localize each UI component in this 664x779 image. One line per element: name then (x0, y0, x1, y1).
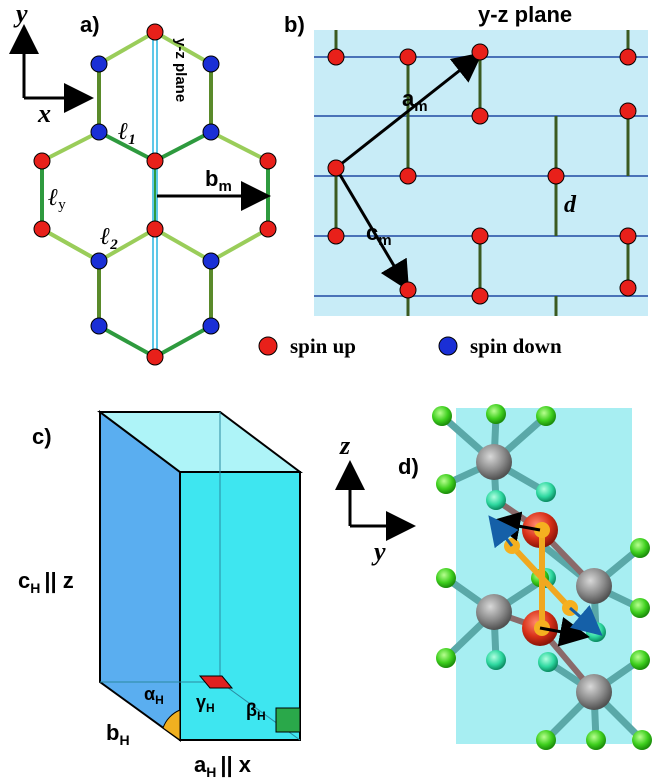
dumbbell-end (534, 522, 550, 538)
panel-d-label: d) (398, 454, 419, 479)
beta-label: βH (246, 700, 266, 723)
green-atom (632, 730, 652, 750)
atom-spin-up (33, 152, 51, 170)
atom-spin-down (90, 55, 108, 73)
teal-atom (486, 650, 506, 670)
panel-a-label: a) (80, 12, 100, 37)
atom-spin-up (619, 48, 637, 66)
atom-spin-down (202, 55, 220, 73)
green-atom (436, 568, 456, 588)
atom-spin-up (471, 43, 489, 61)
atom-spin-down (202, 317, 220, 335)
axis-z-label: z (339, 431, 351, 460)
atom-spin-up (399, 281, 417, 299)
panel-c-label: c) (32, 424, 52, 449)
panel-b: b) y-z plane am cm (258, 2, 648, 358)
ch-label: cH|| z (18, 568, 74, 596)
atom-spin-up (327, 227, 345, 245)
am-vector (335, 52, 483, 170)
l2-label: ℓ2 (100, 224, 118, 253)
atom-spin-up (399, 48, 417, 66)
green-atom (436, 474, 456, 494)
d-label: d (564, 192, 577, 218)
plane-atoms (327, 43, 637, 305)
gray-atom (576, 674, 612, 710)
panel-b-title: y-z plane (478, 2, 572, 27)
atom-spin-up (399, 167, 417, 185)
green-atom (536, 730, 556, 750)
green-atom (536, 406, 556, 426)
axis-x-label: x (37, 99, 51, 128)
gray-atoms (476, 444, 612, 710)
atom-spin-down (90, 123, 108, 141)
atom-spin-down (90, 317, 108, 335)
atom-spin-up (619, 102, 637, 120)
atom-spin-up (146, 348, 164, 366)
spin-arrow-blue (488, 515, 519, 549)
atom-spin-up (471, 107, 489, 125)
green-atom (486, 404, 506, 424)
green-atom (586, 730, 606, 750)
atom-spin-down (202, 252, 220, 270)
atom-spin-up (146, 23, 164, 41)
hex-bonds-olive (97, 64, 213, 326)
axis-y-label: y (13, 0, 28, 28)
atom-spin-up (146, 152, 164, 170)
atom-spin-up (619, 227, 637, 245)
green-atom (432, 406, 452, 426)
cm-label: cm (366, 220, 392, 249)
legend-spin-down-marker (438, 336, 458, 356)
teal-atom (538, 652, 558, 672)
teal-atom (486, 490, 506, 510)
am-label: am (402, 86, 428, 115)
gray-atom (476, 594, 512, 630)
atom-spin-up (471, 287, 489, 305)
l1-label: ℓ1 (118, 119, 136, 148)
yz-plane-label: y-z plane (172, 38, 189, 102)
green-atom (630, 538, 650, 558)
panel-d: d) z y (335, 404, 652, 750)
ly-label: ℓy (48, 185, 66, 213)
legend-spin-up-marker (258, 336, 278, 356)
panel-a: a) y x (8, 0, 277, 366)
beta-angle-marker (275, 707, 301, 733)
ah-label: aH|| x (194, 752, 252, 779)
panel-b-label: b) (284, 12, 305, 37)
atom-spin-up (547, 167, 565, 185)
gray-atom (576, 568, 612, 604)
legend-spin-down-text: spin down (470, 334, 562, 358)
halide-atoms (432, 404, 652, 750)
spin-arrow-blue (569, 604, 603, 636)
orbital-dumbbell (504, 522, 578, 636)
atom-spin-up (33, 220, 51, 238)
alpha-label: αH (144, 684, 164, 707)
atom-spin-up (259, 220, 277, 238)
gamma-label: γH (196, 692, 215, 715)
green-atom (436, 648, 456, 668)
alpha-angle-marker (162, 709, 181, 741)
atom-spin-up (471, 227, 489, 245)
atom-spin-up (327, 159, 345, 177)
atom-spin-down (90, 252, 108, 270)
gray-atom (476, 444, 512, 480)
atom-spin-up (259, 152, 277, 170)
atom-spin-up (327, 48, 345, 66)
teal-atom (536, 482, 556, 502)
atom-spin-up (619, 279, 637, 297)
atom-spin-up (146, 220, 164, 238)
cm-vector (334, 167, 410, 292)
bh-label: bH (106, 720, 130, 748)
gamma-angle-marker (198, 675, 234, 689)
panel-c: c) cH|| z bH aH|| x αH γH βH (18, 410, 303, 779)
green-atom (630, 598, 650, 618)
legend-spin-up-text: spin up (290, 334, 356, 358)
atom-spin-down (202, 123, 220, 141)
axis-y-label-d: y (371, 537, 386, 566)
bm-label: bm (205, 166, 232, 195)
green-atom (630, 650, 650, 670)
hex-atoms (33, 23, 277, 366)
